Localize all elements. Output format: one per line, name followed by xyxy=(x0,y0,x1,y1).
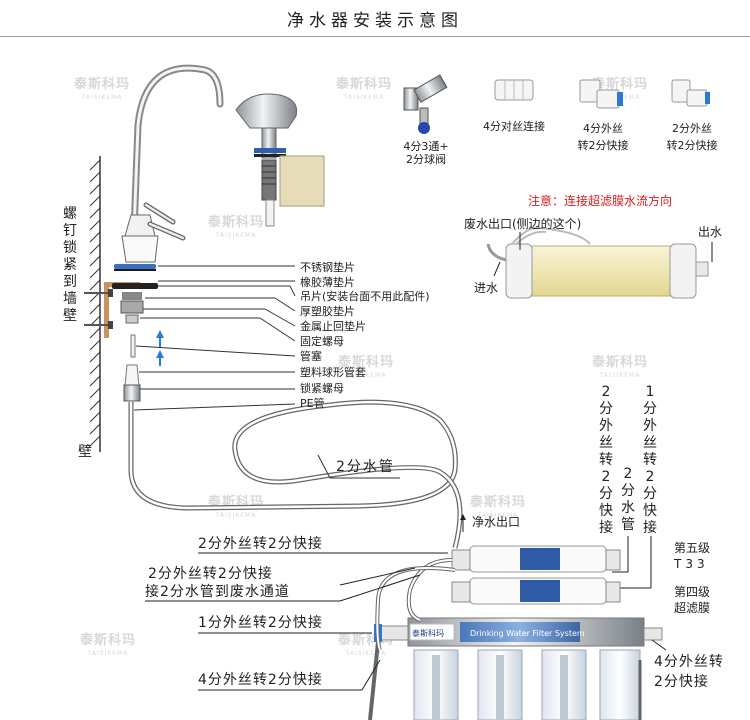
fitting-2-to-2-quick xyxy=(671,79,710,107)
stage5-model: T33 xyxy=(674,557,709,571)
stage5-label: 第五级 xyxy=(674,541,711,555)
callout-label: 4分外丝转2分快接 xyxy=(198,672,323,688)
membrane-outlet-label: 出水 xyxy=(698,225,723,239)
fitting-double-nipple xyxy=(494,79,534,101)
callout-label: 1分外丝转2分快接 xyxy=(198,615,323,631)
part-label: 橡胶薄垫片 xyxy=(300,276,355,289)
fitting-label-2to2: 2分外丝 转2分快接 xyxy=(666,122,718,152)
membrane-leaders xyxy=(493,232,713,277)
stage4-label: 第四级 xyxy=(674,585,711,599)
part-label: 金属止回垫片 xyxy=(300,320,366,333)
vertical-label-2-fitting: 2分外丝转2分快接 xyxy=(599,384,613,536)
ultrafiltration-membrane xyxy=(486,226,709,299)
page-title: 净水器安装示意图 xyxy=(287,11,463,31)
fitting-leaders-right xyxy=(604,536,652,589)
header: 净水器安装示意图 xyxy=(0,0,750,37)
part-label: 管塞 xyxy=(300,350,322,363)
water-pipe xyxy=(128,399,463,549)
stage4-type: 超滤膜 xyxy=(674,601,711,615)
callout-label-right: 4分外丝转 xyxy=(654,654,724,670)
filter-system-name: Drinking Water Filter System xyxy=(470,629,585,638)
faucet-base-illustration xyxy=(235,93,325,227)
faucet xyxy=(112,64,224,402)
callout-label: 2分外丝转2分快接 xyxy=(148,566,273,582)
filter-brand: 泰斯科玛 xyxy=(412,629,444,638)
part-label: PE管 xyxy=(300,397,325,410)
wall-label: 壁 xyxy=(78,444,92,460)
wall xyxy=(89,156,101,452)
callout-label: 2分外丝转2分快接 xyxy=(198,536,323,552)
fitting-label-tee: 4分3通+ 2分球阀 xyxy=(403,140,449,166)
part-leaders xyxy=(133,265,296,411)
part-label: 锁紧螺母 xyxy=(300,382,344,395)
fitting-4-to-2-quick xyxy=(579,79,623,109)
vertical-label-1-fitting: 1分外丝转2分快接 xyxy=(643,384,657,536)
vertical-label-pipe: 2分水管 xyxy=(621,466,635,533)
clean-outlet-arrow xyxy=(460,514,466,532)
filter-system xyxy=(368,545,663,720)
part-label: 厚塑胶垫片 xyxy=(300,305,355,318)
callout-label-right: 2分快接 xyxy=(654,674,709,690)
part-label: 固定螺母 xyxy=(300,335,344,348)
membrane-inlet-label: 进水 xyxy=(474,281,499,295)
flow-arrows xyxy=(156,330,164,366)
water-pipe-label: 2分水管 xyxy=(336,459,395,475)
fitting-label-4to2: 4分外丝 转2分快接 xyxy=(577,122,629,152)
flow-direction-note: 注意：连接超滤膜水流方向 xyxy=(528,194,673,208)
part-label: 塑料球形管套 xyxy=(300,366,366,379)
title-divider xyxy=(0,36,750,37)
clean-outlet-label: 净水出口 xyxy=(472,515,521,529)
callout-label: 接2分水管到废水通道 xyxy=(145,584,290,600)
fitting-tee-ball-valve xyxy=(403,74,448,134)
screw-label: 螺钉锁紧到墙壁 xyxy=(63,206,77,324)
callout-leaders-left xyxy=(145,552,667,691)
part-label: 不锈钢垫片 xyxy=(300,261,355,274)
part-label: 吊片(安装台面不用此配件) xyxy=(300,290,430,303)
waste-outlet-label: 废水出口(侧边的这个) xyxy=(464,217,582,231)
fitting-label-nipple: 4分对丝连接 xyxy=(483,120,545,133)
